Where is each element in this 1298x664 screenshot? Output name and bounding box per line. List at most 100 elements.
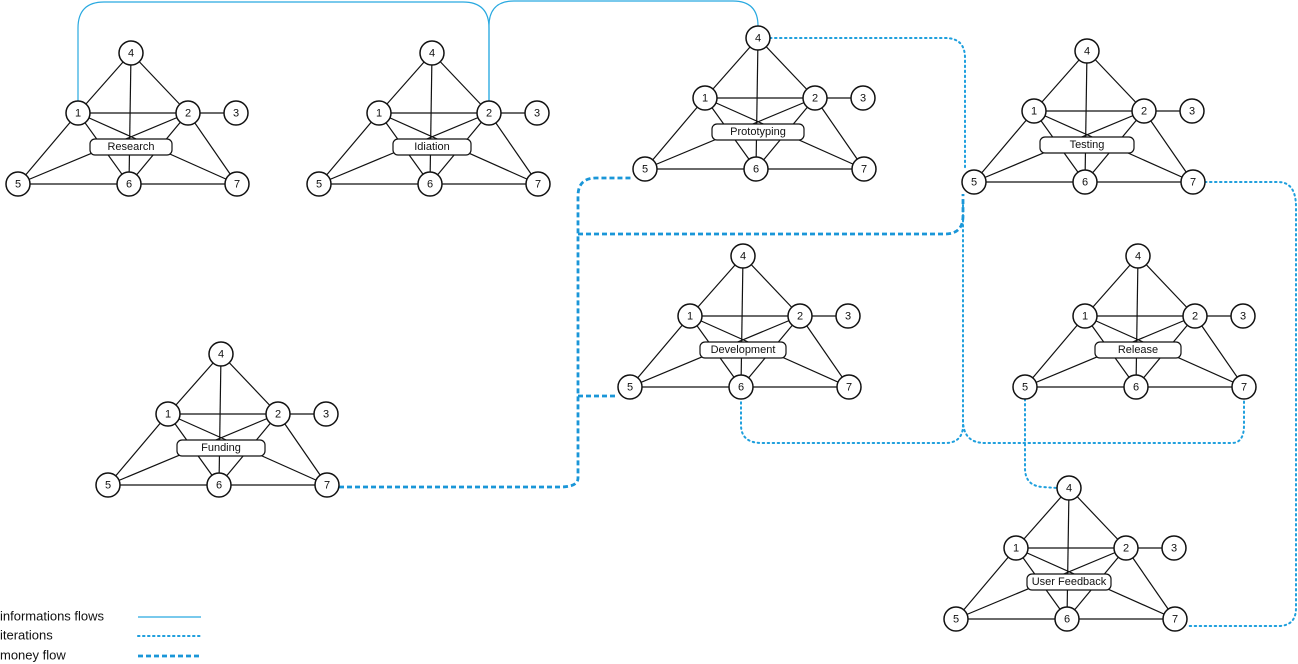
node-circle	[366, 100, 392, 126]
graph-node: 3	[223, 100, 249, 126]
node-label: 7	[324, 480, 330, 492]
node-circle	[314, 472, 340, 498]
node-circle	[65, 100, 91, 126]
node-circle	[208, 341, 234, 367]
node-label: 5	[642, 164, 648, 176]
graph-node: 4	[118, 40, 144, 66]
graph-edge	[629, 315, 691, 388]
node-circle	[1012, 374, 1038, 400]
node-circle	[943, 606, 969, 632]
graph-edge	[755, 37, 759, 170]
graph-node: 5	[5, 171, 31, 197]
node-label: 4	[218, 349, 224, 361]
node-circle	[851, 156, 877, 182]
node-label: 3	[1171, 543, 1177, 555]
graph-edges	[1024, 255, 1245, 388]
graph-node: 7	[1180, 169, 1206, 195]
node-label: 5	[105, 480, 111, 492]
stage-label-text: Funding	[201, 442, 241, 454]
node-circle	[1113, 535, 1139, 561]
node-circle	[1072, 169, 1098, 195]
node-label: 1	[376, 108, 382, 120]
graph-node: 3	[850, 85, 876, 111]
graph-node: 6	[1123, 374, 1149, 400]
iterations-flow-connection	[740, 199, 964, 444]
graph-edges	[973, 50, 1194, 183]
node-label: 6	[427, 179, 433, 191]
node-circle	[313, 401, 339, 427]
graph-edges	[955, 487, 1176, 620]
node-label: 7	[861, 164, 867, 176]
graph-node: 4	[1056, 475, 1082, 501]
graph-node: 3	[1230, 303, 1256, 329]
node-label: 7	[846, 382, 852, 394]
graph-edge	[1125, 547, 1176, 620]
graph-node: 2	[265, 401, 291, 427]
node-label: 6	[738, 382, 744, 394]
stage-label-testing: Testing	[1039, 136, 1135, 154]
node-circle	[5, 171, 31, 197]
stage-label-release: Release	[1094, 341, 1182, 359]
information-flow-connection	[488, 0, 759, 101]
node-circle	[730, 243, 756, 269]
iterations-flow-connection	[769, 37, 966, 171]
graph-edge	[431, 52, 490, 114]
graph-node: 6	[116, 171, 142, 197]
graph-node: 5	[1012, 374, 1038, 400]
node-circle	[1021, 98, 1047, 124]
graph-edge	[130, 52, 189, 114]
stage-label-text: Development	[711, 344, 776, 356]
graph-edge	[740, 255, 744, 388]
node-circle	[525, 171, 551, 197]
graph-node: 7	[1231, 374, 1257, 400]
node-label: 5	[316, 179, 322, 191]
node-circle	[1123, 374, 1149, 400]
node-circle	[961, 169, 987, 195]
node-circle	[632, 156, 658, 182]
node-label: 2	[486, 108, 492, 120]
node-circle	[1231, 374, 1257, 400]
node-circle	[155, 401, 181, 427]
node-label: 7	[1190, 177, 1196, 189]
node-circle	[1131, 98, 1157, 124]
stage-label-text: Idiation	[414, 141, 449, 153]
node-label: 3	[1240, 311, 1246, 323]
graph-edge	[955, 547, 1017, 620]
node-circle	[224, 171, 250, 197]
graph-edges	[629, 255, 850, 388]
graph-node: 3	[835, 303, 861, 329]
node-circle	[1125, 243, 1151, 269]
graph-edge	[318, 112, 380, 185]
node-label: 2	[185, 108, 191, 120]
node-label: 2	[812, 93, 818, 105]
node-label: 1	[1013, 543, 1019, 555]
graph-node: 6	[1054, 606, 1080, 632]
graph-node: 1	[65, 100, 91, 126]
graph-node: 6	[206, 472, 232, 498]
node-circle	[692, 85, 718, 111]
node-label: 1	[702, 93, 708, 105]
node-circle	[743, 156, 769, 182]
graph-node: 2	[1113, 535, 1139, 561]
node-label: 1	[75, 108, 81, 120]
graph-node: 4	[730, 243, 756, 269]
node-circle	[728, 374, 754, 400]
node-label: 6	[126, 179, 132, 191]
stage-label-funding: Funding	[176, 439, 266, 457]
node-label: 4	[1066, 483, 1072, 495]
node-label: 7	[234, 179, 240, 191]
graph-node: 4	[419, 40, 445, 66]
node-circle	[1180, 169, 1206, 195]
graph-node: 2	[802, 85, 828, 111]
graph-edge	[218, 353, 222, 486]
node-circle	[1230, 303, 1256, 329]
iterations-flow-connection	[962, 398, 1245, 444]
node-label: 6	[1064, 614, 1070, 626]
node-label: 7	[1172, 614, 1178, 626]
node-circle	[835, 303, 861, 329]
graph-edge	[107, 413, 169, 486]
